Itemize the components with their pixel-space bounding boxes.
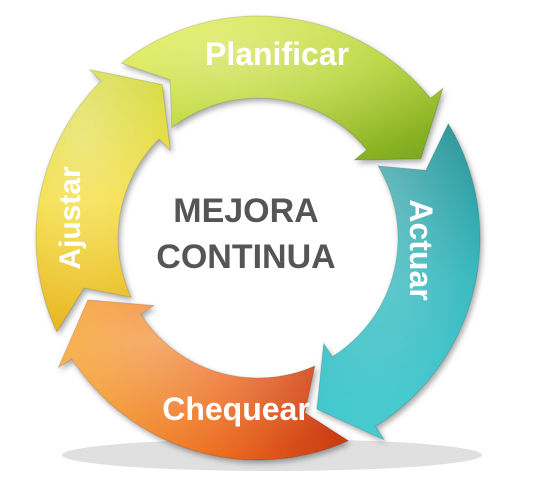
center-title: MEJORA CONTINUA [156, 192, 335, 276]
segment-label-actuar: Actuar [403, 199, 439, 300]
arrow-chequear-highlight [58, 299, 349, 460]
segment-labels: Planificar Actuar Chequear Ajustar [54, 36, 439, 427]
arrow-actuar-highlight [316, 123, 480, 440]
center-title-line-2: CONTINUA [156, 238, 335, 276]
center-title-line-1: MEJORA [173, 192, 318, 230]
segment-label-ajustar: Ajustar [54, 166, 87, 270]
segment-label-chequear: Chequear [162, 391, 310, 427]
arrow-planificar-highlight [121, 16, 444, 161]
cycle-ring [35, 15, 481, 461]
arrow-ajustar-highlight [35, 69, 171, 332]
segment-label-planificar: Planificar [205, 36, 349, 72]
